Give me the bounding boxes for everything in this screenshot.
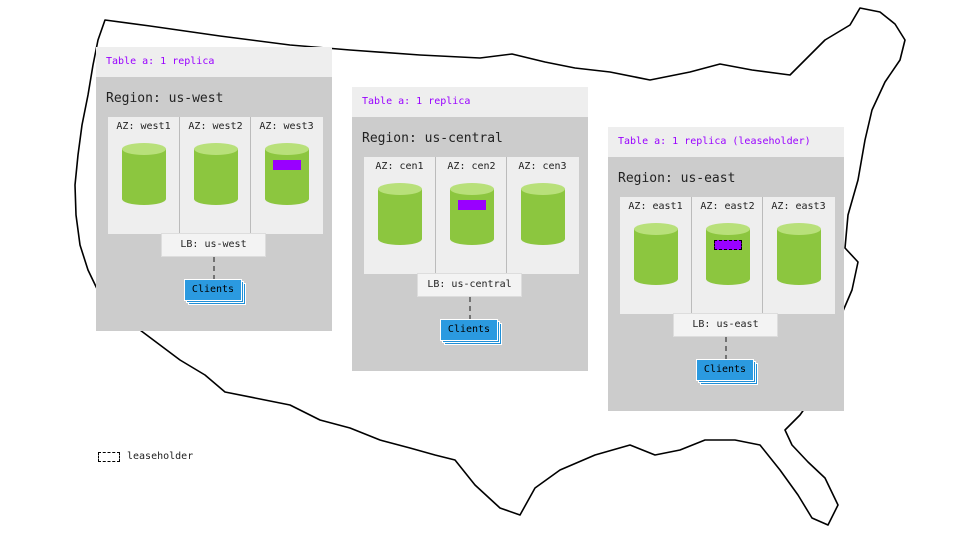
availability-zones: AZ: east1 AZ: east2 AZ: east3 bbox=[620, 197, 835, 314]
database-node-icon bbox=[378, 183, 422, 245]
az-label: AZ: east2 bbox=[700, 201, 755, 212]
region-title: Region: us-east bbox=[618, 171, 736, 186]
region-us-east: Table a: 1 replica (leaseholder) Region:… bbox=[608, 127, 844, 411]
clients-label: Clients bbox=[696, 359, 754, 381]
az-label: AZ: east1 bbox=[628, 201, 683, 212]
table-label: Table a: 1 replica bbox=[352, 87, 588, 117]
database-node-icon bbox=[122, 143, 166, 205]
az-label: AZ: west2 bbox=[188, 121, 243, 132]
load-balancer: LB: us-east bbox=[673, 313, 778, 337]
az-cen2: AZ: cen2 bbox=[435, 157, 507, 274]
table-label: Table a: 1 replica (leaseholder) bbox=[608, 127, 844, 157]
az-label: AZ: cen2 bbox=[447, 161, 496, 172]
database-node-icon bbox=[521, 183, 565, 245]
clients-icon: Clients bbox=[696, 359, 758, 385]
clients-icon: Clients bbox=[184, 279, 246, 305]
az-label: AZ: west1 bbox=[116, 121, 171, 132]
az-east3: AZ: east3 bbox=[762, 197, 834, 314]
region-us-west: Table a: 1 replica Region: us-west AZ: w… bbox=[96, 47, 332, 331]
database-node-icon bbox=[706, 223, 750, 285]
az-cen1: AZ: cen1 bbox=[364, 157, 435, 274]
az-cen3: AZ: cen3 bbox=[506, 157, 578, 274]
az-west2: AZ: west2 bbox=[179, 117, 251, 234]
az-label: AZ: west3 bbox=[259, 121, 314, 132]
replica-marker bbox=[273, 160, 301, 170]
az-east1: AZ: east1 bbox=[620, 197, 691, 314]
legend-label: leaseholder bbox=[127, 451, 194, 462]
load-balancer: LB: us-west bbox=[161, 233, 266, 257]
clients-icon: Clients bbox=[440, 319, 502, 345]
leaseholder-replica-marker bbox=[714, 240, 742, 250]
table-label: Table a: 1 replica bbox=[96, 47, 332, 77]
database-node-icon bbox=[194, 143, 238, 205]
az-label: AZ: cen3 bbox=[518, 161, 567, 172]
database-node-icon bbox=[450, 183, 494, 245]
az-west3: AZ: west3 bbox=[250, 117, 322, 234]
az-label: AZ: cen1 bbox=[375, 161, 424, 172]
az-label: AZ: east3 bbox=[771, 201, 826, 212]
region-title: Region: us-west bbox=[106, 91, 224, 106]
replica-marker bbox=[458, 200, 486, 210]
availability-zones: AZ: cen1 AZ: cen2 AZ: cen3 bbox=[364, 157, 579, 274]
availability-zones: AZ: west1 AZ: west2 AZ: west3 bbox=[108, 117, 323, 234]
database-node-icon bbox=[265, 143, 309, 205]
az-west1: AZ: west1 bbox=[108, 117, 179, 234]
region-us-central: Table a: 1 replica Region: us-central AZ… bbox=[352, 87, 588, 371]
clients-label: Clients bbox=[440, 319, 498, 341]
leaseholder-legend-swatch bbox=[98, 452, 120, 462]
load-balancer: LB: us-central bbox=[417, 273, 522, 297]
database-node-icon bbox=[634, 223, 678, 285]
clients-label: Clients bbox=[184, 279, 242, 301]
database-node-icon bbox=[777, 223, 821, 285]
region-title: Region: us-central bbox=[362, 131, 503, 146]
az-east2: AZ: east2 bbox=[691, 197, 763, 314]
